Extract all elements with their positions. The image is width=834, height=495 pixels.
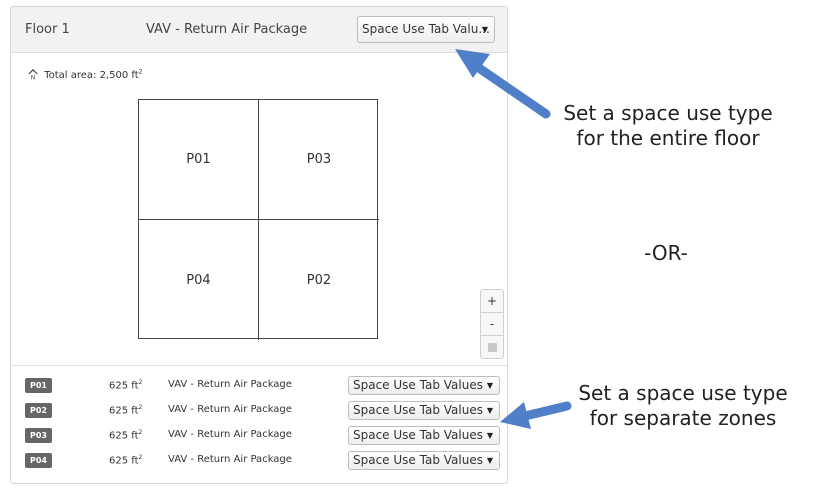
zone-label: P04 [186, 272, 211, 288]
floor-space-use-value: Space Use Tab Valu... [362, 22, 490, 36]
zone-system: VAV - Return Air Package [168, 454, 292, 465]
floor-header: Floor 1 VAV - Return Air Package Space U… [11, 7, 507, 53]
floor-annotation-line2: for the entire floor [576, 126, 760, 150]
zones-annotation-line1: Set a space use type [578, 381, 788, 405]
zone-area-sup: 2 [138, 404, 143, 411]
zone-area: 625 ft2 [109, 429, 142, 441]
zone-area-value: 625 ft [109, 430, 139, 442]
zone-area: 625 ft2 [109, 404, 142, 416]
zone-badge: P04 [25, 453, 52, 468]
zone-area: 625 ft2 [109, 454, 142, 466]
square-icon [487, 343, 497, 352]
arrow-icon [455, 49, 551, 119]
zone-space-use-dropdown[interactable]: Space Use Tab Values ▼ [348, 426, 500, 445]
total-area-label: Total area: 2,500 ft [44, 70, 139, 81]
zoom-controls: + - [480, 289, 504, 359]
zone-label: P01 [186, 152, 211, 167]
zone-label: P02 [306, 272, 332, 288]
zones-annotation-line2: for separate zones [589, 406, 777, 430]
zone-system: VAV - Return Air Package [168, 379, 292, 390]
zone-space-use-value: Space Use Tab Values [353, 403, 483, 417]
zone-row: P03 625 ft2 VAV - Return Air Package Spa… [25, 426, 505, 446]
zone-space-use-dropdown[interactable]: Space Use Tab Values ▼ [348, 401, 500, 420]
zone-row: P01 625 ft2 VAV - Return Air Package Spa… [25, 376, 505, 396]
zone-area-sup: 2 [138, 454, 143, 461]
floor-annotation: Set a space use type for the entire floo… [548, 101, 788, 151]
floor-label: Floor 1 [25, 22, 70, 37]
svg-text:N: N [31, 75, 36, 81]
floor-annotation-line1: Set a space use type [563, 101, 773, 125]
zone-badge: P03 [25, 428, 52, 443]
zoom-in-button[interactable]: + [481, 290, 503, 313]
zone-p03[interactable]: P03 [259, 100, 379, 220]
north-arrow-icon: N [28, 69, 38, 81]
total-area-unit-sup: 2 [138, 68, 143, 76]
zone-space-use-value: Space Use Tab Values [353, 428, 483, 442]
zone-system: VAV - Return Air Package [168, 429, 292, 440]
zone-space-use-value: Space Use Tab Values [353, 378, 483, 392]
reset-view-button[interactable] [481, 336, 503, 359]
zone-row: P04 625 ft2 VAV - Return Air Package Spa… [25, 451, 505, 471]
zone-badge: P02 [25, 403, 52, 418]
total-area: N Total area: 2,500 ft2 [27, 68, 142, 81]
floor-plan: P01 P03 P04 P02 [138, 99, 379, 340]
zone-area-value: 625 ft [109, 455, 139, 467]
zoom-out-button[interactable]: - [481, 313, 503, 336]
caret-down-icon: ▼ [486, 381, 493, 390]
divider [11, 365, 507, 366]
zone-row: P02 625 ft2 VAV - Return Air Package Spa… [25, 401, 505, 421]
zone-space-use-value: Space Use Tab Values [353, 453, 483, 467]
zone-p04[interactable]: P04 [139, 220, 259, 340]
zone-area-sup: 2 [138, 379, 143, 386]
caret-down-icon: ▼ [486, 431, 493, 440]
zone-p01[interactable]: P01 [139, 100, 259, 220]
zones-annotation: Set a space use type for separate zones [558, 381, 808, 431]
zone-space-use-dropdown[interactable]: Space Use Tab Values ▼ [348, 376, 500, 395]
floor-system-label: VAV - Return Air Package [146, 22, 308, 37]
zone-p02[interactable]: P02 [259, 220, 379, 340]
zone-system: VAV - Return Air Package [168, 404, 292, 415]
zone-space-use-dropdown[interactable]: Space Use Tab Values ▼ [348, 451, 500, 470]
zone-label: P03 [306, 152, 332, 167]
floor-space-use-dropdown[interactable]: Space Use Tab Valu... ▼ [357, 16, 495, 43]
zone-area-sup: 2 [138, 429, 143, 436]
zone-badge: P01 [25, 378, 52, 393]
caret-down-icon: ▼ [486, 406, 493, 415]
or-label: -OR- [644, 241, 688, 265]
caret-down-icon: ▼ [486, 456, 493, 465]
floor-panel: Floor 1 VAV - Return Air Package Space U… [10, 6, 508, 484]
zone-area: 625 ft2 [109, 379, 142, 391]
arrow-icon [500, 401, 572, 429]
caret-down-icon: ▼ [481, 25, 488, 34]
zone-area-value: 625 ft [109, 380, 139, 392]
zone-area-value: 625 ft [109, 405, 139, 417]
